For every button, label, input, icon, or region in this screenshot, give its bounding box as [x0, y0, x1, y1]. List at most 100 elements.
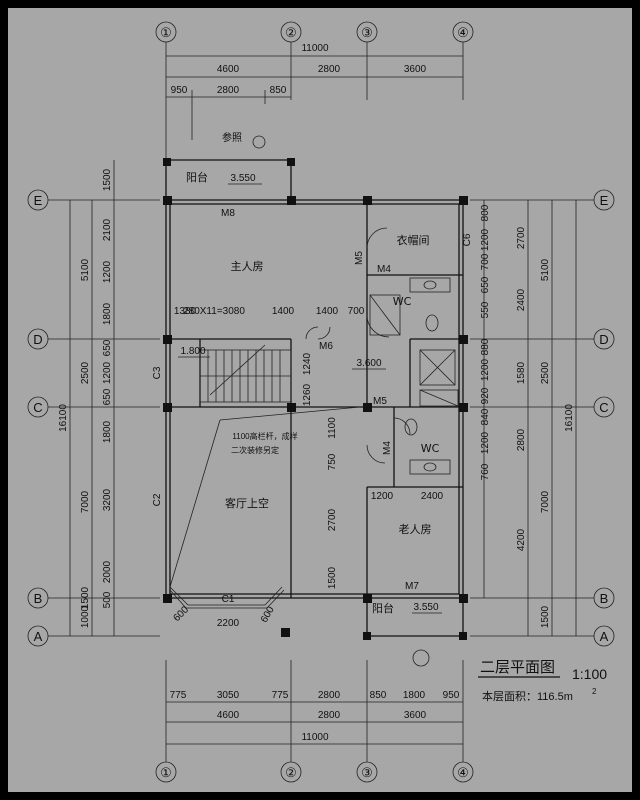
svg-text:C: C: [599, 400, 608, 415]
door-m6: M6: [319, 341, 333, 352]
svg-text:②: ②: [285, 765, 297, 780]
right-dim-550: 550: [480, 301, 491, 318]
dim-2200: 2200: [217, 618, 240, 629]
left-dim-7000: 7000: [80, 490, 91, 513]
dim-600-left: 600: [171, 604, 191, 624]
drawing-frame: ① ② ③ ④ ① ② ③ ④ E D C B A E D C B A 1100…: [8, 8, 632, 792]
axis-top-2: ②: [280, 21, 302, 43]
left-dim-1500a: 1500: [102, 168, 113, 191]
bottom-dim-2800b: 2800: [318, 710, 341, 721]
drawing-title: 二层平面图: [480, 658, 555, 676]
top-dim-lines: [166, 55, 463, 140]
left-dim-1500b: 1500: [80, 586, 91, 609]
left-dim-2100: 2100: [102, 218, 113, 241]
right-dim-4200: 4200: [516, 528, 527, 551]
svg-text:③: ③: [361, 765, 373, 780]
axis-right-D: D: [593, 328, 615, 350]
ref-note: 参照: [222, 131, 242, 144]
dim-600-right: 600: [259, 604, 277, 624]
right-dim-880: 880: [480, 338, 491, 355]
axis-top-4: ④: [452, 21, 474, 43]
room-master-bedroom: 主人房: [231, 260, 264, 273]
room-balcony-top: 阳台: [186, 170, 208, 184]
right-dim-5100: 5100: [540, 258, 551, 281]
stair-dim-280x11: 280X11=3080: [183, 306, 245, 317]
window-c3: C3: [152, 366, 163, 379]
svg-text:E: E: [34, 193, 43, 208]
axis-bottom-1: ①: [155, 761, 177, 783]
left-dim-650b: 650: [102, 388, 113, 405]
svg-text:E: E: [600, 193, 609, 208]
left-dim-2500: 2500: [80, 361, 91, 384]
axis-bottom-3: ③: [356, 761, 378, 783]
right-dim-lines: [483, 200, 577, 636]
svg-text:B: B: [34, 591, 43, 606]
left-dim-1200a: 1200: [102, 260, 113, 283]
svg-text:④: ④: [457, 765, 469, 780]
right-dim-1200b: 1200: [480, 358, 491, 381]
svg-text:①: ①: [160, 25, 172, 40]
axis-left-D: D: [27, 328, 49, 350]
door-m8: M8: [221, 208, 235, 219]
door-m5-lower: M5: [373, 396, 387, 407]
room-living-void: 客厅上空: [225, 496, 269, 510]
dim-750: 750: [327, 453, 338, 470]
bottom-dim-1800: 1800: [403, 690, 426, 701]
right-dim-2800: 2800: [516, 428, 527, 451]
bottom-dim-850: 850: [370, 690, 387, 701]
railing-note-2: 二次装修另定: [231, 445, 279, 455]
right-dim-650: 650: [480, 276, 491, 293]
axis-left-E: E: [27, 189, 49, 211]
left-dim-650a: 650: [102, 339, 113, 356]
window-c2: C2: [152, 493, 163, 506]
room-balcony-bottom: 阳台: [372, 601, 394, 615]
top-dim-2: 2800: [318, 64, 341, 75]
bottom-overall-dim: 11000: [301, 732, 329, 743]
axis-right-E: E: [593, 189, 615, 211]
axis-right-C: C: [593, 396, 615, 418]
svg-text:B: B: [600, 591, 609, 606]
svg-text:②: ②: [285, 25, 297, 40]
right-dim-1580: 1580: [516, 361, 527, 384]
window-c6: C6: [462, 233, 473, 246]
left-dim-lines: [69, 160, 115, 636]
axis-right-A: A: [593, 625, 615, 647]
stair-dim-700: 700: [348, 306, 365, 317]
door-m4-lower: M4: [382, 441, 393, 455]
left-dim-2000: 2000: [102, 560, 113, 583]
dim-1260: 1260: [302, 383, 313, 406]
level-balcony-top: 3.550: [230, 173, 255, 184]
door-m4-upper: M4: [377, 264, 391, 275]
left-dim-3200: 3200: [102, 488, 113, 511]
staircase: [199, 344, 292, 403]
svg-text:①: ①: [160, 765, 172, 780]
level-balcony-bottom: 3.550: [413, 602, 438, 613]
floor-area: 本层面积：116.5m: [482, 689, 573, 703]
bottom-dim-3600: 3600: [404, 710, 427, 721]
room-cloakroom: 衣帽间: [397, 233, 430, 247]
top-dim-3: 3600: [404, 64, 427, 75]
right-dim-7000: 7000: [540, 490, 551, 513]
stair-dim-1380: 1380: [174, 306, 197, 317]
window-c1: C1: [222, 594, 235, 605]
ref-bubble-bottom: [412, 649, 430, 667]
room-wc-lower: WC: [421, 442, 440, 455]
right-dim-920: 920: [480, 387, 491, 404]
room-wc-upper: WC: [393, 295, 412, 308]
walls: [165, 159, 464, 637]
svg-text:③: ③: [361, 25, 373, 40]
stair-dim-1400a: 1400: [272, 306, 295, 317]
axis-left-C: C: [27, 396, 49, 418]
level-stair: 1.800: [180, 346, 205, 357]
living-void-outline: [169, 406, 361, 609]
drawing-scale: 1:100: [572, 666, 607, 682]
left-dim-1000: 1000: [80, 605, 91, 628]
railing-note-1: 1100高栏杆，成样: [232, 431, 297, 441]
right-dim-800: 800: [480, 204, 491, 221]
left-dim-1800a: 1800: [102, 302, 113, 325]
bottom-dim-3050: 3050: [217, 690, 240, 701]
bottom-dim-2800: 2800: [318, 690, 341, 701]
svg-text:A: A: [600, 629, 609, 644]
right-dim-700: 700: [480, 253, 491, 270]
room-elder-bedroom: 老人房: [399, 523, 432, 536]
